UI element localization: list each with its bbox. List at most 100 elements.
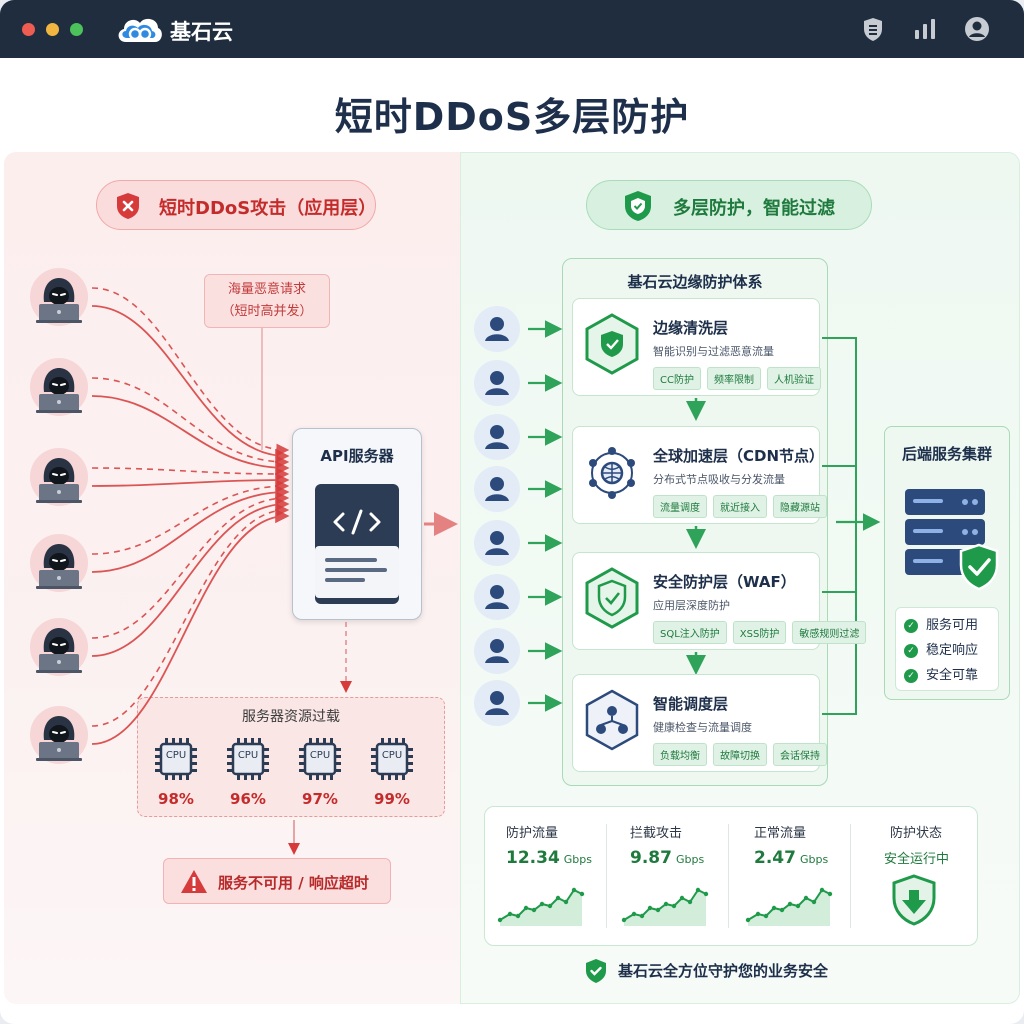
footer-label: 基石云全方位守护您的业务安全	[618, 962, 829, 980]
overload-title: 服务器资源过载	[242, 709, 340, 725]
stat-label: 防护流量	[506, 826, 559, 841]
hacker-icon	[30, 448, 88, 506]
cpu-usage-value: 99%	[374, 790, 410, 808]
backend-status-label: 安全可靠	[926, 668, 979, 683]
code-window-icon	[315, 484, 399, 604]
hacker-icon	[30, 706, 88, 764]
layer-title: 安全防护层（WAF）	[653, 573, 796, 591]
layer-description: 应用层深度防护	[653, 599, 730, 612]
protection-layer-card: 智能调度层健康检查与流量调度负载均衡故障切换会话保持	[572, 674, 827, 772]
hacker-icon	[30, 358, 88, 416]
layer-tag: 故障切换	[713, 743, 767, 766]
user-profile-icon[interactable]	[964, 16, 990, 42]
user-icon	[474, 414, 520, 460]
cpu-usage-value: 96%	[230, 790, 266, 808]
hacker-icon	[30, 268, 88, 326]
service-failure-label: 服务不可用 / 响应超时	[218, 874, 369, 892]
cpu-label: CPU	[165, 750, 187, 761]
layer-description: 健康检查与流量调度	[653, 721, 752, 734]
service-failure-badge: 服务不可用 / 响应超时	[163, 858, 391, 904]
stat-unit: Gbps	[563, 853, 593, 866]
layer-tags: 流量调度就近接入隐藏源站	[653, 495, 827, 518]
user-icon	[474, 574, 520, 620]
backend-title: 后端服务集群	[901, 445, 992, 463]
layer-tag: CC防护	[653, 367, 701, 390]
maximize-window-button[interactable]	[70, 23, 83, 36]
user-icon	[474, 520, 520, 566]
cpu-icon	[369, 736, 415, 782]
layer-title: 边缘清洗层	[653, 319, 729, 337]
layer-description: 智能识别与过滤恶意流量	[653, 345, 774, 358]
layer-title: 全球加速层（CDN节点）	[653, 447, 825, 465]
layer-icon	[583, 689, 641, 753]
cpu-usage-value: 97%	[302, 790, 338, 808]
backend-status-item: ✓稳定响应	[904, 639, 978, 658]
shield-badge-icon[interactable]	[860, 16, 886, 42]
shield-check-icon	[586, 959, 606, 983]
protection-status-label: 防护状态	[890, 826, 943, 841]
protection-status-value: 安全运行中	[884, 852, 950, 867]
page-title: 短时DDoS多层防护	[334, 95, 690, 139]
attack-banner-label: 短时DDoS攻击（应用层）	[159, 198, 377, 219]
cpu-icon	[153, 736, 199, 782]
protection-layer-card: 边缘清洗层智能识别与过滤恶意流量 CC防护频率限制人机验证	[572, 298, 821, 396]
user-icon	[474, 466, 520, 512]
cpu-label: CPU	[237, 750, 259, 761]
shield-x-icon	[117, 193, 139, 219]
layer-tags: CC防护频率限制人机验证	[653, 367, 821, 390]
layer-title: 智能调度层	[653, 695, 729, 713]
protection-layer-card: 全球加速层（CDN节点） 分布式节点吸收与分发流量流量调度就近接入隐藏源站	[572, 426, 827, 524]
defense-banner: 多层防护，智能过滤	[586, 180, 872, 230]
stat-divider	[606, 824, 607, 928]
cpu-label: CPU	[381, 750, 403, 761]
hacker-icon	[30, 618, 88, 676]
layer-tag: 人机验证	[766, 367, 821, 390]
layer-tag: 流量调度	[653, 495, 707, 518]
layer-description: 分布式节点吸收与分发流量	[653, 473, 785, 486]
hacker-icon	[30, 534, 88, 592]
layer-tag: 负载均衡	[653, 743, 707, 766]
warning-icon	[181, 870, 207, 893]
note-line-1: 海量恶意请求	[227, 282, 306, 297]
stat-unit: Gbps	[675, 853, 705, 866]
cpu-icon	[297, 736, 343, 782]
backend-cluster: 后端服务集群	[884, 426, 1010, 700]
stat-divider	[728, 824, 729, 928]
attack-banner: 短时DDoS攻击（应用层）	[96, 180, 376, 230]
stat-label: 拦截攻击	[630, 826, 683, 841]
backend-status-label: 稳定响应	[926, 643, 979, 658]
layer-icon	[583, 313, 641, 377]
server-rack-icon	[905, 489, 999, 591]
stat-unit: Gbps	[799, 853, 829, 866]
user-icon	[474, 628, 520, 674]
user-icon	[474, 360, 520, 406]
backend-status-label: 服务可用	[926, 618, 979, 633]
backend-status-item: ✓安全可靠	[904, 664, 978, 683]
minimize-window-button[interactable]	[46, 23, 59, 36]
malicious-request-note: 海量恶意请求 （短时高并发）	[204, 274, 330, 328]
stat-label: 正常流量	[754, 826, 807, 841]
cpu-usage-value: 98%	[158, 790, 194, 808]
layer-icon	[583, 441, 641, 505]
user-icon	[474, 680, 520, 726]
app-name: 基石云	[170, 20, 233, 44]
stat-divider	[850, 824, 851, 928]
defense-banner-label: 多层防护，智能过滤	[673, 198, 835, 219]
close-window-button[interactable]	[22, 23, 35, 36]
backend-status-item: ✓服务可用	[904, 614, 978, 633]
edge-protection-title: 基石云边缘防护体系	[627, 273, 763, 291]
api-server: API服务器	[292, 428, 422, 620]
layer-tag: 隐藏源站	[773, 495, 827, 518]
bar-chart-icon[interactable]	[912, 16, 938, 42]
shield-check-icon	[625, 191, 651, 221]
layer-tag: XSS防护	[732, 621, 787, 644]
cloud-logo-icon	[118, 18, 162, 42]
api-server-label: API服务器	[320, 447, 394, 465]
cpu-icon	[225, 736, 271, 782]
